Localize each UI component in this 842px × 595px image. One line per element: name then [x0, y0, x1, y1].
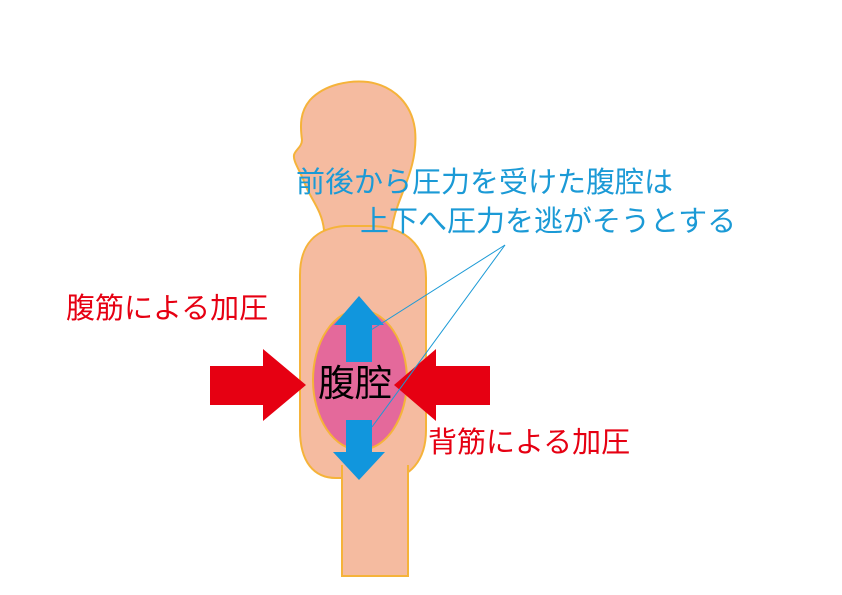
- pointer-line-up: [370, 244, 506, 331]
- red-arrow-front: [210, 349, 306, 421]
- caption-line-1: 前後から圧力を受けた腹腔は: [296, 165, 674, 199]
- blue-arrow-down: [333, 420, 385, 480]
- head: [292, 80, 417, 231]
- cavity-label: 腹腔: [318, 362, 392, 405]
- abs-pressure-label: 腹筋による加圧: [66, 291, 269, 325]
- back-pressure-label: 背筋による加圧: [428, 425, 631, 459]
- caption-line-2: 上下へ圧力を逃がそうとする: [360, 204, 737, 238]
- pointer-line-down: [371, 244, 506, 428]
- blue-arrow-up: [334, 296, 384, 362]
- red-arrow-back: [394, 349, 490, 421]
- legs: [341, 465, 409, 577]
